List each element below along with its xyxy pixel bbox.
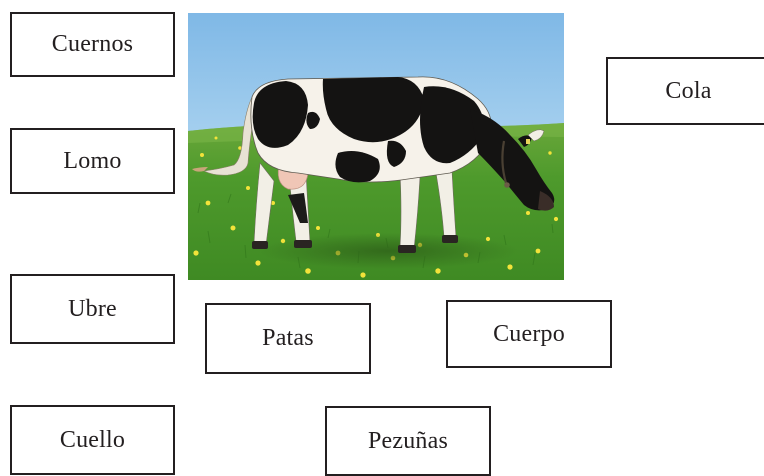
label-box-cuello[interactable]: Cuello xyxy=(10,405,175,475)
label-text: Cuerpo xyxy=(493,320,565,347)
label-box-ubre[interactable]: Ubre xyxy=(10,274,175,344)
label-box-cuernos[interactable]: Cuernos xyxy=(10,12,175,77)
label-text: Pezuñas xyxy=(367,427,449,454)
label-text: Patas xyxy=(262,325,314,351)
label-text: Cuello xyxy=(59,426,126,453)
label-box-patas[interactable]: Patas xyxy=(205,303,371,374)
label-box-lomo[interactable]: Lomo xyxy=(10,128,175,194)
label-box-pezunas[interactable]: Pezuñas xyxy=(325,406,491,476)
label-text: Ubre xyxy=(68,295,117,322)
label-box-cola[interactable]: Cola xyxy=(606,57,764,125)
label-text: Cola xyxy=(665,77,712,104)
cow-photo xyxy=(188,13,564,280)
label-text: Cuernos xyxy=(51,31,134,57)
label-text: Lomo xyxy=(63,147,122,174)
label-box-cuerpo[interactable]: Cuerpo xyxy=(446,300,612,368)
